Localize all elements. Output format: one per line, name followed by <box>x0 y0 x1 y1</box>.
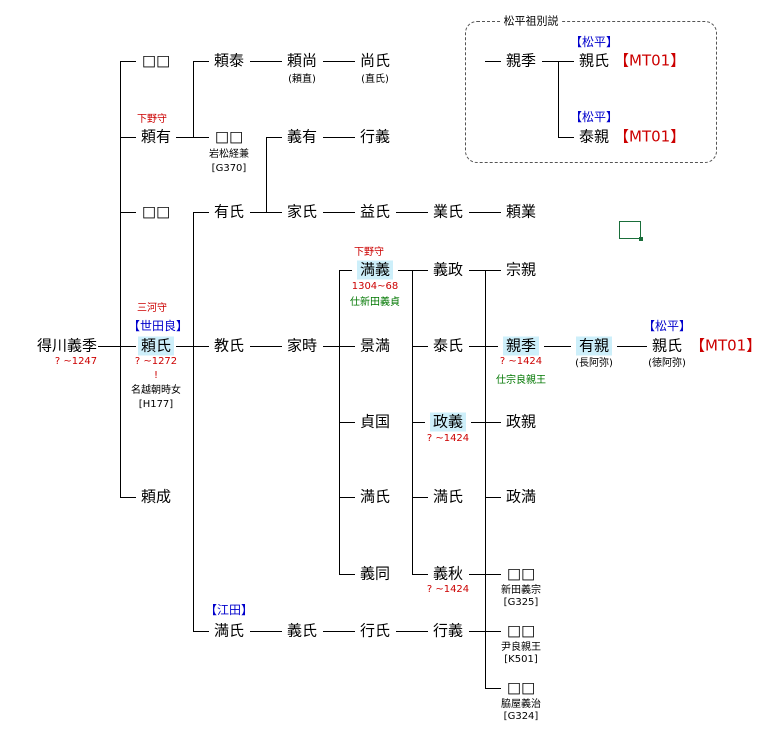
clan-label: 【江田】 <box>204 603 254 617</box>
person-chikasue: 親季 <box>502 336 540 356</box>
person-masachika: 政親 <box>505 412 537 431</box>
person-note: [G325] <box>503 597 539 608</box>
person-masamitsu: 政満 <box>505 487 537 506</box>
person-note: ? ~1424 <box>426 433 470 444</box>
person-yasuuji: 泰氏 <box>432 336 464 355</box>
person-mitsuuji1: 満氏 <box>213 621 245 640</box>
person-unk4: □□ <box>506 564 536 583</box>
person-munechika: 宗親 <box>505 260 537 279</box>
person-mitsuyoshi: 満義 <box>356 260 394 280</box>
person-note: 名越朝時女 <box>131 385 181 396</box>
person-note: 三河守 <box>137 303 167 314</box>
person-yoshitomo: 義同 <box>359 564 391 583</box>
person-note: 脇屋義治 <box>501 699 541 710</box>
person-ieuji: 家氏 <box>286 202 318 221</box>
person-note: ? ~1272 <box>134 356 178 367</box>
person-yoriari: 頼有 <box>140 127 172 146</box>
person-naouji: 尚氏 <box>359 51 391 70</box>
person-ietoki: 家時 <box>286 336 318 355</box>
person-unk5: □□ <box>506 621 536 640</box>
person-note: [H177] <box>138 399 174 410</box>
person-note: 岩松経兼 <box>209 149 249 160</box>
person-yoshiuji: 義氏 <box>286 621 318 640</box>
alternative-theory-title: 松平祖別説 <box>501 14 561 28</box>
person-note: 下野守 <box>137 114 167 125</box>
person-noriuji: 教氏 <box>213 336 245 355</box>
reference-code: 【MT01】 <box>690 336 762 355</box>
alternative-theory-box <box>465 21 717 163</box>
person-note: 新田義宗 <box>501 585 541 596</box>
person-note: ? ~1247 <box>54 356 98 367</box>
person-note: 尹良親王 <box>501 642 541 653</box>
person-note: (直氏) <box>361 74 389 85</box>
person-chikasue_box: 親季 <box>505 51 537 70</box>
person-yoshiari: 義有 <box>286 127 318 146</box>
person-unk2: □□ <box>141 202 171 221</box>
person-ariuji: 有氏 <box>213 202 245 221</box>
person-note: 1304~68 <box>351 281 399 292</box>
clan-label: 【松平】 <box>642 319 692 333</box>
person-note: (徳阿弥) <box>648 358 686 369</box>
person-mitsuuji3: 満氏 <box>432 487 464 506</box>
person-note: ! <box>153 370 159 381</box>
person-mitsuuji2: 満氏 <box>359 487 391 506</box>
person-yoriyasu: 頼泰 <box>213 51 245 70</box>
person-note: ? ~1424 <box>499 356 543 367</box>
person-arichika: 有親 <box>575 336 613 356</box>
reference-code: 【MT01】 <box>614 127 686 146</box>
person-yoshimasa: 義政 <box>432 260 464 279</box>
person-yorinari2: 頼業 <box>505 202 537 221</box>
person-note: [K501] <box>504 654 538 665</box>
person-note: (長阿弥) <box>575 358 613 369</box>
person-chikauji: 親氏 <box>651 336 683 355</box>
clan-label: 【世田良】 <box>127 319 189 333</box>
person-note: [G370] <box>211 163 247 174</box>
person-yorinao: 頼尚 <box>286 51 318 70</box>
person-masayoshi: 政義 <box>429 412 467 432</box>
person-note: (頼直) <box>288 74 316 85</box>
ornament-box-icon <box>619 221 643 241</box>
clan-label: 【松平】 <box>569 35 619 49</box>
person-yoshiaki: 義秋 <box>432 564 464 583</box>
person-kagemitsu: 景満 <box>359 336 391 355</box>
person-unk3: □□ <box>214 127 244 146</box>
person-yukiyoshi1: 行義 <box>359 127 391 146</box>
person-chikauji_box: 親氏 <box>578 51 610 70</box>
person-yukiuji: 行氏 <box>359 621 391 640</box>
person-note: 仕宗良親王 <box>496 375 546 386</box>
person-masuuji: 益氏 <box>359 202 391 221</box>
person-sadakuni: 貞国 <box>359 412 391 431</box>
clan-label: 【松平】 <box>569 110 619 124</box>
person-yoshisue: 得川義季 <box>36 336 98 355</box>
person-note: 仕新田義貞 <box>350 297 400 308</box>
person-note: 下野守 <box>354 247 384 258</box>
person-yorinari: 頼成 <box>140 487 172 506</box>
person-yukiyoshi2: 行義 <box>432 621 464 640</box>
person-note: [G324] <box>503 711 539 722</box>
person-yoriuji: 頼氏 <box>137 336 175 356</box>
person-nariuji: 業氏 <box>432 202 464 221</box>
person-unk1: □□ <box>141 51 171 70</box>
person-yasuchika_box: 泰親 <box>578 127 610 146</box>
person-note: ? ~1424 <box>426 584 470 595</box>
reference-code: 【MT01】 <box>614 51 686 70</box>
person-unk6: □□ <box>506 678 536 697</box>
